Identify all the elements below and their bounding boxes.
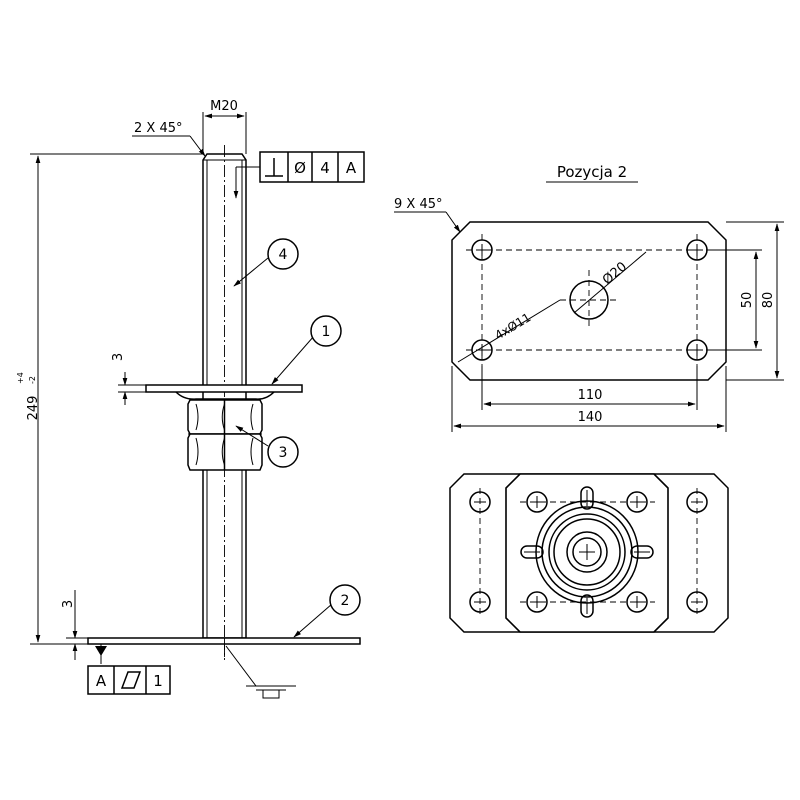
perp-datum: A (346, 159, 357, 177)
bottom-plate (87, 637, 361, 660)
plan-top-holes (520, 491, 655, 613)
chamfer-leader: 2 X 45° (132, 121, 206, 157)
plan-bottom-plate (449, 473, 729, 633)
flatness-icon (120, 671, 142, 689)
flatness-tolerance: 1 (153, 672, 163, 690)
center-hole-label: Ø20 (600, 259, 630, 288)
svg-text:3: 3 (279, 445, 288, 461)
surface-symbol (225, 645, 296, 699)
height-tol-upper: +4 (16, 372, 25, 384)
flatness-datum: A (96, 672, 107, 690)
balloon-4: 4 (233, 238, 299, 287)
balloon-3: 3 (235, 425, 299, 468)
perp-tolerance: 4 (320, 159, 330, 177)
balloon-1: 1 (271, 315, 342, 385)
diameter-symbol: Ø (294, 159, 306, 177)
plan-bottom-holes (469, 488, 708, 616)
perpendicularity-icon (265, 158, 283, 177)
plan-view (449, 473, 729, 633)
top-plate (145, 384, 303, 400)
height-dimension: 249 +4 -2 (16, 153, 203, 645)
bottom-thickness-label: 3 (61, 600, 76, 608)
svg-text:2: 2 (341, 593, 350, 609)
dim-50: 50 (740, 292, 755, 309)
bottom-thickness-dimension: 3 (61, 590, 88, 660)
dim-80: 80 (761, 292, 776, 309)
mounting-holes (471, 239, 708, 361)
balloon-2: 2 (293, 584, 361, 638)
svg-text:249: 249 (26, 396, 41, 421)
top-thickness-label: 3 (111, 353, 126, 361)
svg-text:1: 1 (322, 324, 331, 340)
chamfer-plate-label: 9 X 45° (394, 197, 442, 212)
perpendicularity-frame: Ø 4 A (233, 151, 365, 199)
height-tol-lower: -2 (28, 376, 37, 384)
top-thickness-dimension: 3 (111, 353, 146, 405)
svg-text:4: 4 (279, 247, 288, 263)
thread-label: M20 (210, 99, 238, 114)
dim-140: 140 (578, 410, 603, 425)
flatness-frame: A 1 (87, 644, 171, 695)
plate-view: Pozycja 2 Ø20 4xØ11 (394, 163, 784, 432)
hex-nuts (187, 399, 263, 471)
plate-outline (451, 221, 727, 381)
height-value: 249 (26, 396, 41, 421)
plate-title: Pozycja 2 (557, 163, 627, 181)
chamfer-top-label: 2 X 45° (134, 121, 182, 136)
holes-label: 4xØ11 (492, 310, 533, 342)
dim-110: 110 (578, 388, 603, 403)
plan-slots (520, 486, 654, 618)
side-view: 249 +4 -2 M20 2 X 45° (16, 99, 365, 699)
thread-dimension: M20 (202, 99, 247, 154)
